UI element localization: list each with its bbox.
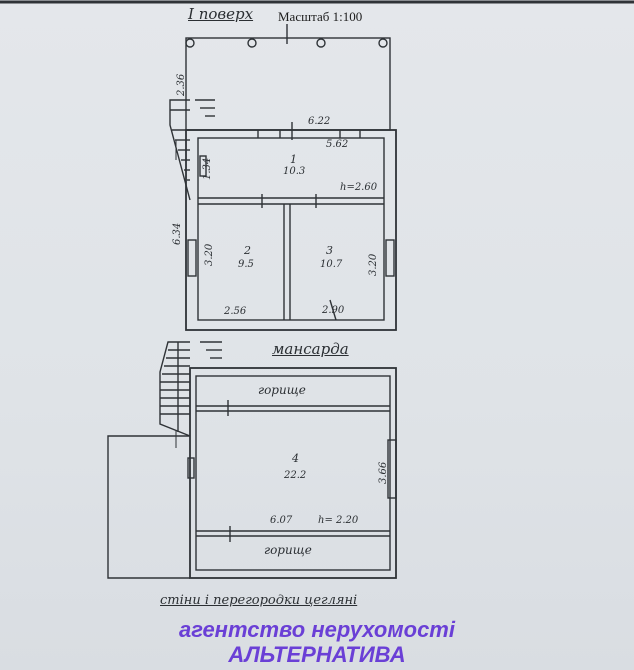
dim-stair-height: 2.36: [176, 73, 187, 96]
porch-post: [247, 38, 257, 48]
room-2-number: 2: [244, 244, 251, 257]
room-4-number: 4: [292, 452, 299, 465]
dim-room2-depth: 3.20: [204, 243, 215, 266]
window-attic: [387, 439, 397, 499]
room-1-area: 10.3: [283, 166, 306, 177]
dim-room3-depth: 3.20: [368, 253, 379, 276]
porch-post: [378, 38, 388, 48]
scale-label: Масштаб 1:100: [278, 9, 363, 24]
floor1-title: I поверх: [188, 5, 254, 23]
room-4-area: 22.2: [284, 470, 307, 481]
stair-floor1: [169, 99, 191, 201]
window-room2: [187, 239, 197, 277]
annex-outline: [107, 435, 190, 579]
floor1-ceiling-height: h=2.60: [340, 182, 378, 193]
dim-room2-width: 2.56: [224, 306, 247, 317]
terrace-outline: [185, 37, 391, 131]
agency-name-line2: АЛЬТЕРНАТИВА: [228, 642, 406, 667]
room-1-number: 1: [290, 153, 297, 166]
room-3-area: 10.7: [320, 259, 343, 270]
agency-name-line1: агентство нерухомості: [179, 617, 455, 642]
room-3-number: 3: [326, 244, 333, 257]
dim-total-depth: 6.34: [172, 222, 183, 245]
porch-post: [185, 38, 195, 48]
stair-attic: [159, 341, 191, 437]
attic-storage-top: горище: [258, 383, 306, 397]
wall-material-note: стіни і перегородки цегляні: [160, 593, 358, 608]
dim-room1-depth: 1.34: [202, 157, 213, 180]
attic-ceiling-height: h= 2.20: [318, 515, 359, 526]
room-2-area: 9.5: [238, 259, 254, 270]
porch-post: [316, 38, 326, 48]
dim-width-inner: 5.62: [326, 139, 349, 150]
floor1-outer-wall: [185, 129, 397, 331]
attic-inner-wall: [195, 375, 391, 571]
attic-storage-bottom: горище: [264, 543, 312, 557]
dim-attic-width: 6.07: [270, 515, 293, 526]
dim-attic-depth: 3.66: [378, 461, 389, 484]
dim-width-outer: 6.22: [308, 116, 331, 127]
floor1-inner-wall: [197, 137, 385, 321]
window-room3: [385, 239, 395, 277]
attic-title: мансарда: [272, 340, 349, 358]
dim-room3-width: 2.90: [322, 305, 345, 316]
